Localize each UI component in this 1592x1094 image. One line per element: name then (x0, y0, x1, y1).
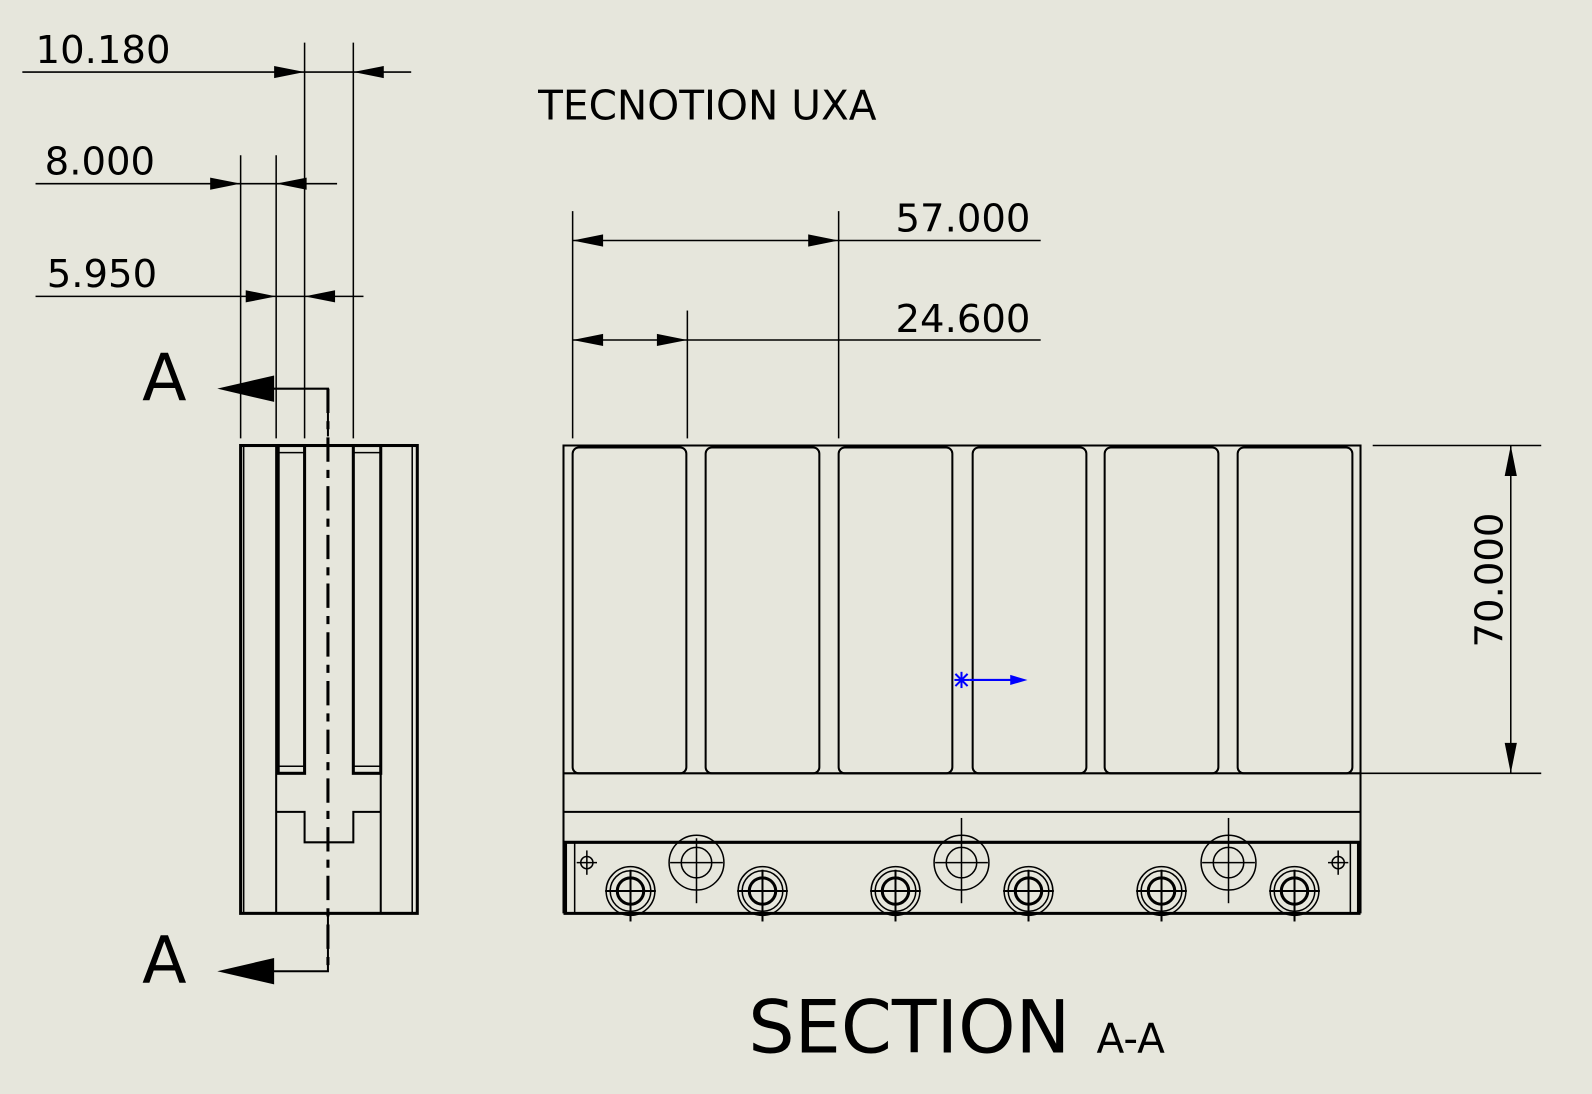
counterbore-hole-icon (1003, 865, 1054, 922)
counterbore-hole-icon (870, 865, 921, 922)
dimension-10-180 (22, 42, 412, 439)
section-arrow-bottom (217, 913, 329, 985)
counterbore-hole-icon (605, 865, 656, 922)
drawing-title: TECNOTION UXA (537, 82, 877, 130)
section-mark-bottom: A (142, 923, 186, 998)
section-label: SECTION (748, 985, 1070, 1070)
origin-marker-icon (954, 671, 1028, 689)
section-mark-top: A (142, 341, 186, 416)
dimension-label: 10.180 (36, 28, 171, 73)
dimension-label: 57.000 (896, 196, 1031, 241)
dimension-57-000 (571, 211, 1041, 439)
counterbore-hole-icon (1136, 865, 1187, 922)
dimension-label: 8.000 (45, 140, 155, 185)
large-hole-icon (1200, 817, 1257, 904)
large-hole-icon (933, 817, 990, 904)
dimension-70-000 (1360, 444, 1542, 775)
dimension-5-950 (35, 290, 364, 303)
section-arrow-top (217, 375, 329, 437)
small-hole-icon (1328, 850, 1349, 875)
dimension-label: 24.600 (896, 297, 1031, 342)
counterbore-hole-icon (737, 865, 788, 922)
section-label-id: A-A (1097, 1014, 1166, 1062)
dimension-24-600 (572, 310, 1041, 439)
dimension-label: 5.950 (47, 252, 157, 297)
mounting-holes (576, 817, 1349, 922)
small-hole-icon (576, 850, 597, 875)
counterbore-hole-icon (1269, 865, 1320, 922)
dimension-label: 70.000 (1468, 513, 1513, 648)
large-hole-icon (668, 834, 725, 904)
